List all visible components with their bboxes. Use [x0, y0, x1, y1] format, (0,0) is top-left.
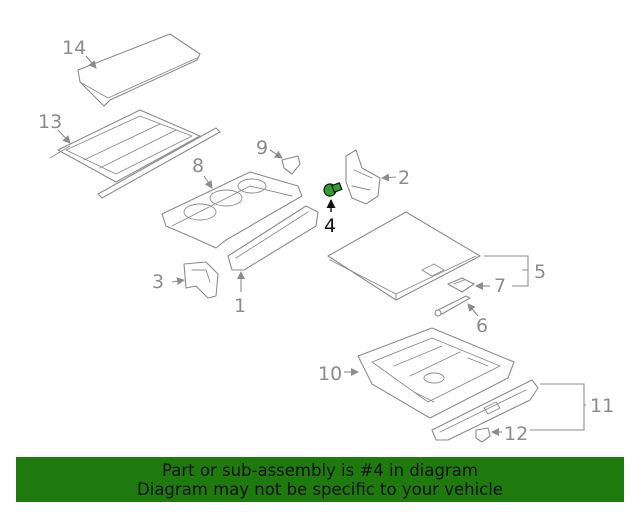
part-5-floor-board: [327, 211, 481, 301]
part-3-bracket: [183, 261, 219, 299]
part-10-storage-tray: [357, 327, 515, 419]
callout-12: 12: [491, 423, 528, 445]
callout-number-3: 3: [152, 271, 164, 293]
banner-background: [16, 457, 624, 502]
part-2-side-bracket: [345, 149, 381, 205]
callout-11: 11: [530, 383, 614, 431]
callout-number-8: 8: [192, 155, 204, 177]
callout-5: 5: [484, 255, 546, 287]
callout-14: 14: [62, 37, 97, 69]
banner-line-1: Part or sub-assembly is #4 in diagram: [162, 461, 478, 480]
callout-4: 4: [324, 199, 336, 237]
callout-number-7: 7: [494, 275, 506, 297]
callout-number-10: 10: [318, 363, 342, 385]
callout-3: 3: [152, 271, 185, 293]
part-14-cargo-cover: [77, 33, 201, 107]
callout-number-12: 12: [504, 423, 528, 445]
callout-6: 6: [467, 303, 488, 337]
callout-2: 2: [381, 167, 410, 189]
callout-number-11: 11: [590, 395, 614, 417]
callout-number-9: 9: [256, 137, 268, 159]
callout-8: 8: [192, 155, 213, 189]
callout-13: 13: [38, 111, 71, 144]
callout-number-5: 5: [534, 261, 546, 283]
callout-7: 7: [475, 275, 506, 297]
callout-number-1: 1: [234, 295, 246, 317]
info-banner: Part or sub-assembly is #4 in diagram Di…: [16, 457, 624, 502]
part-1-sill-trim: [227, 205, 319, 271]
part-7-handle: [447, 277, 475, 293]
callout-number-13: 13: [38, 111, 62, 133]
part-11-rear-trim: [431, 379, 539, 441]
callout-1: 1: [234, 271, 246, 317]
callout-number-2: 2: [398, 167, 410, 189]
part-8-floor-panel: [161, 171, 303, 249]
callout-number-6: 6: [476, 315, 488, 337]
banner-line-2: Diagram may not be specific to your vehi…: [137, 480, 503, 499]
part-9-clip: [281, 155, 301, 175]
part-12-clip: [475, 427, 491, 443]
part-4-fastener: [323, 182, 343, 197]
part-13-cargo-net-frame: [49, 109, 221, 199]
callout-number-4: 4: [324, 215, 336, 237]
callout-9: 9: [256, 137, 283, 159]
callout-10: 10: [318, 363, 359, 385]
part-6-strap: [434, 295, 471, 317]
callout-number-14: 14: [62, 37, 86, 59]
